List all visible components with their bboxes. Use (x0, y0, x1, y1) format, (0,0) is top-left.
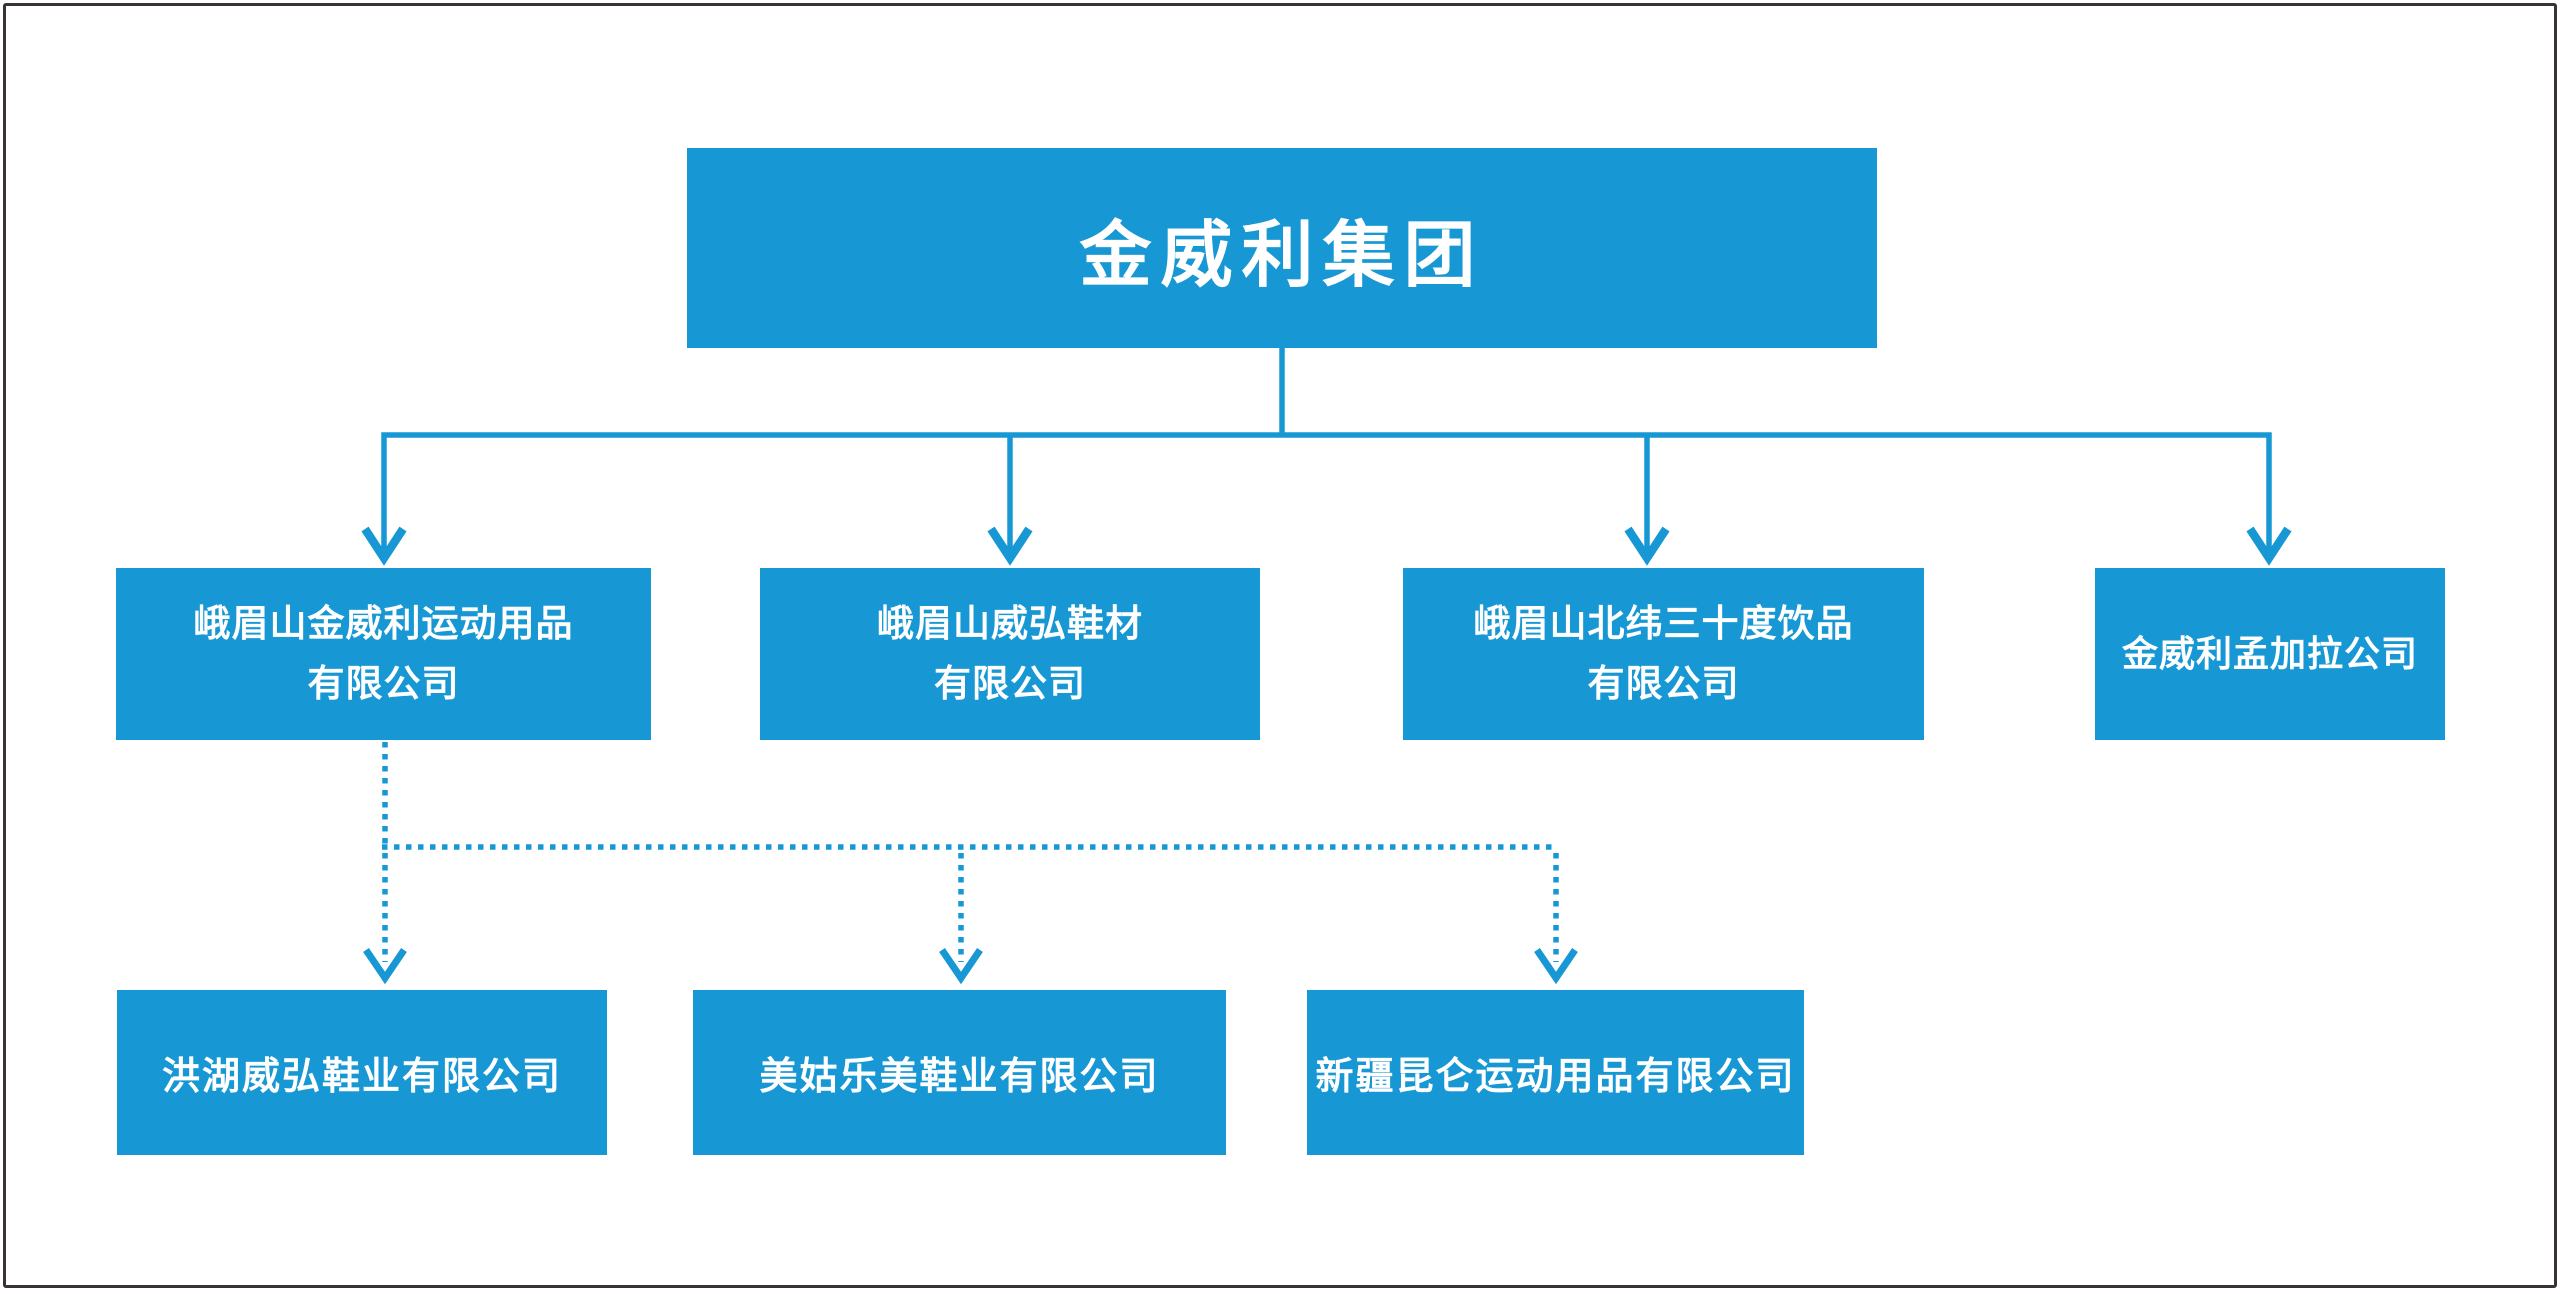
dotted-connector-lines (382, 742, 1559, 962)
org-node-subsubsidiary-2: 美姑乐美鞋业有限公司 (693, 990, 1226, 1155)
org-node-label-line1: 峨眉山北纬三十度饮品 (1473, 603, 1854, 644)
frame-border (3, 3, 2557, 1288)
org-node-subsubsidiary-1: 洪湖威弘鞋业有限公司 (117, 990, 607, 1155)
org-node-label-line1: 峨眉山金威利运动用品 (193, 603, 574, 644)
org-node-subsidiary-1: 峨眉山金威利运动用品 有限公司 (116, 568, 651, 740)
org-node-label: 金威利孟加拉公司 (2121, 633, 2418, 674)
arrowhead-down-icon (2246, 526, 2292, 566)
org-node-subsidiary-2: 峨眉山威弘鞋材 有限公司 (760, 568, 1260, 740)
org-node-label: 洪湖威弘鞋业有限公司 (161, 1056, 562, 1098)
org-node-label: 金威利集团 (1079, 215, 1485, 296)
arrowhead-down-icon (939, 948, 983, 985)
org-node-subsidiary-4: 金威利孟加拉公司 (2095, 568, 2445, 740)
arrowhead-down-icon (1624, 526, 1670, 566)
org-node-label-line2: 有限公司 (934, 663, 1086, 704)
arrowhead-down-icon (1534, 948, 1578, 985)
org-node-label-line1: 峨眉山威弘鞋材 (877, 603, 1143, 644)
dotted-arrowheads (363, 948, 1578, 985)
arrowhead-down-icon (987, 526, 1033, 566)
org-node-subsubsidiary-3: 新疆昆仑运动用品有限公司 (1307, 990, 1804, 1155)
solid-connector-lines (381, 348, 2272, 554)
org-node-subsidiary-3: 峨眉山北纬三十度饮品 有限公司 (1403, 568, 1924, 740)
org-node-label-line2: 有限公司 (1587, 663, 1740, 704)
org-node-label: 美姑乐美鞋业有限公司 (759, 1056, 1160, 1098)
org-node-label: 新疆昆仑运动用品有限公司 (1315, 1056, 1796, 1098)
solid-arrowheads (361, 526, 2292, 566)
arrowhead-down-icon (363, 948, 407, 985)
org-node-root: 金威利集团 (687, 148, 1877, 348)
arrowhead-down-icon (361, 526, 407, 566)
org-node-label-line2: 有限公司 (307, 663, 460, 704)
